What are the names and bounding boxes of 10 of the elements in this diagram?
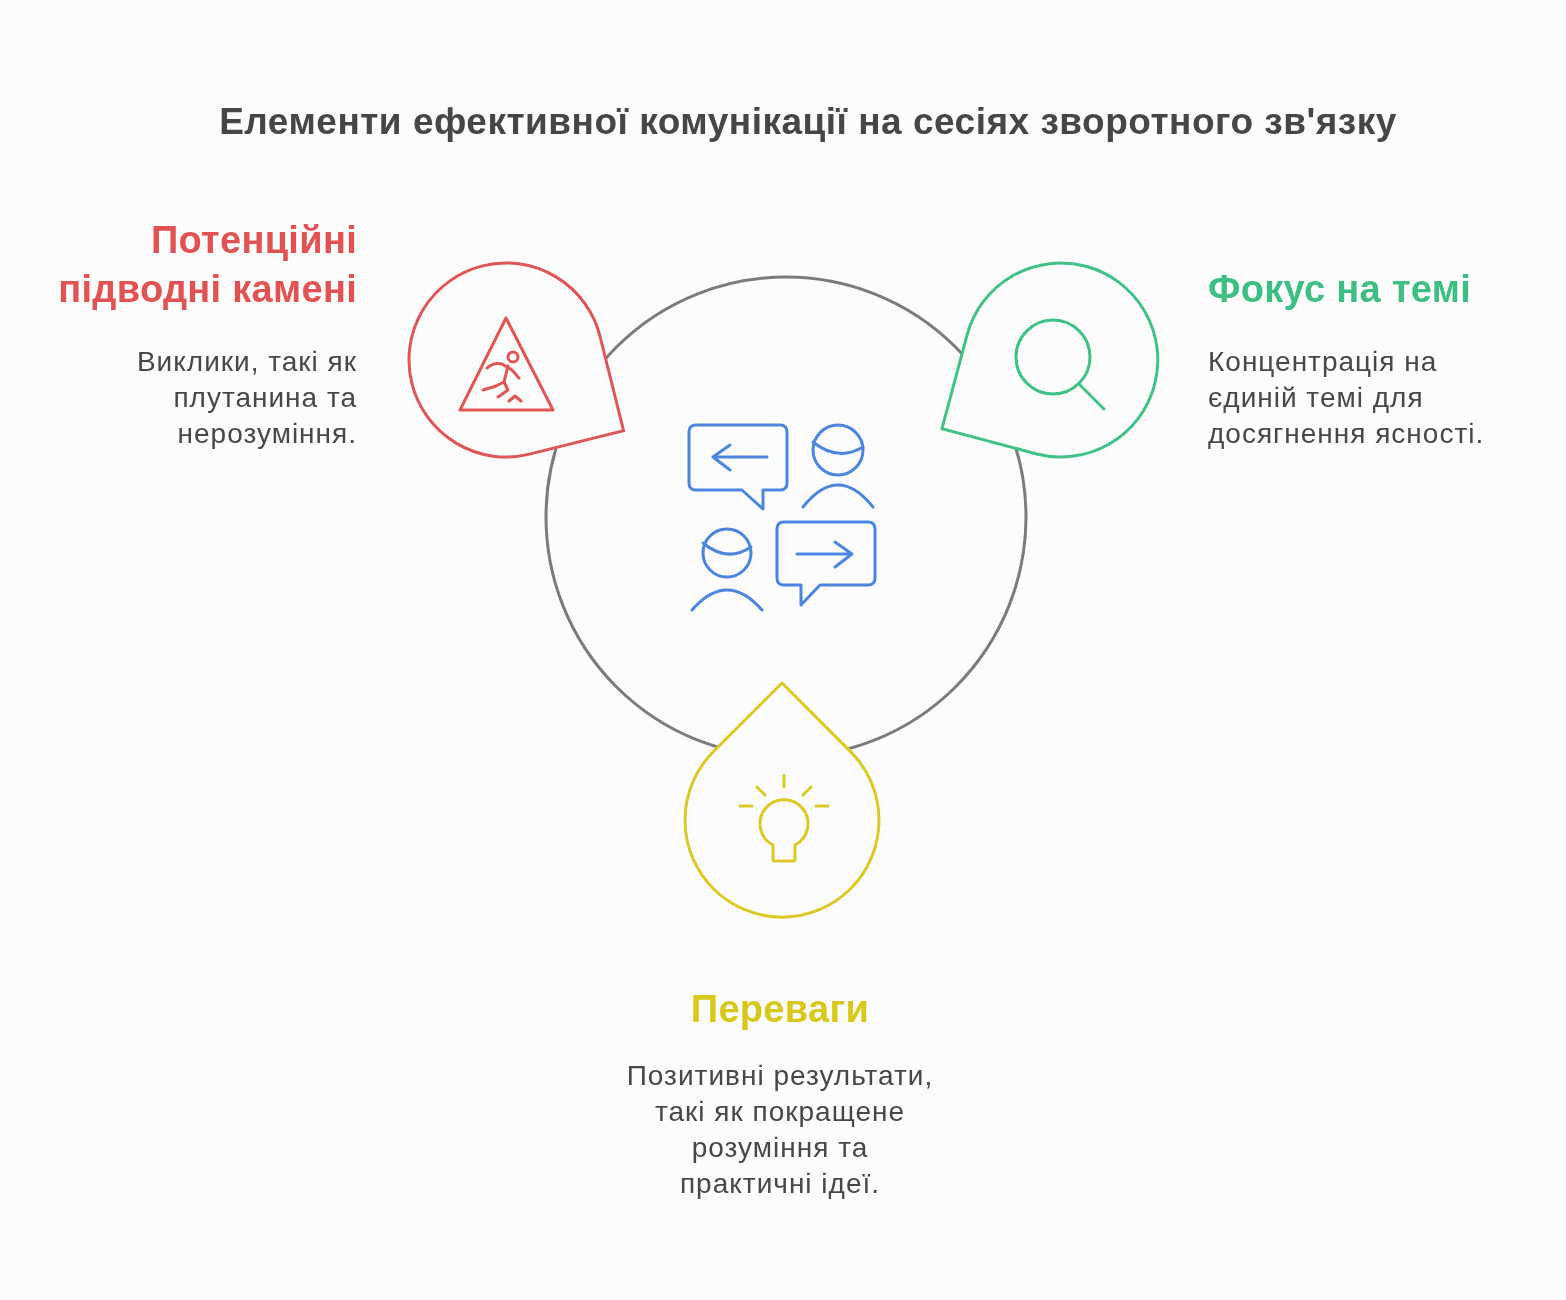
section-heading: Переваги	[690, 987, 870, 1032]
description-text: Концентрація на єдиній темі для досягнення ясності.	[1208, 345, 1486, 451]
teardrop-pin	[406, 260, 627, 460]
section-heading: Фокус на темі	[1208, 267, 1471, 312]
diagram-title: Елементи ефективної комунікації на сесіях зворотного зв'язку	[219, 100, 1397, 144]
teardrop-pin	[682, 679, 882, 920]
teardrop-pin	[939, 260, 1161, 460]
description-text: Виклики, такі як плутанина та нерозуміння.	[135, 345, 357, 451]
section-heading: Потенційні підводні камені	[57, 218, 357, 312]
description-text: Позитивні результати, такі як покращене розуміння та практичні ідеї.	[625, 1059, 935, 1201]
